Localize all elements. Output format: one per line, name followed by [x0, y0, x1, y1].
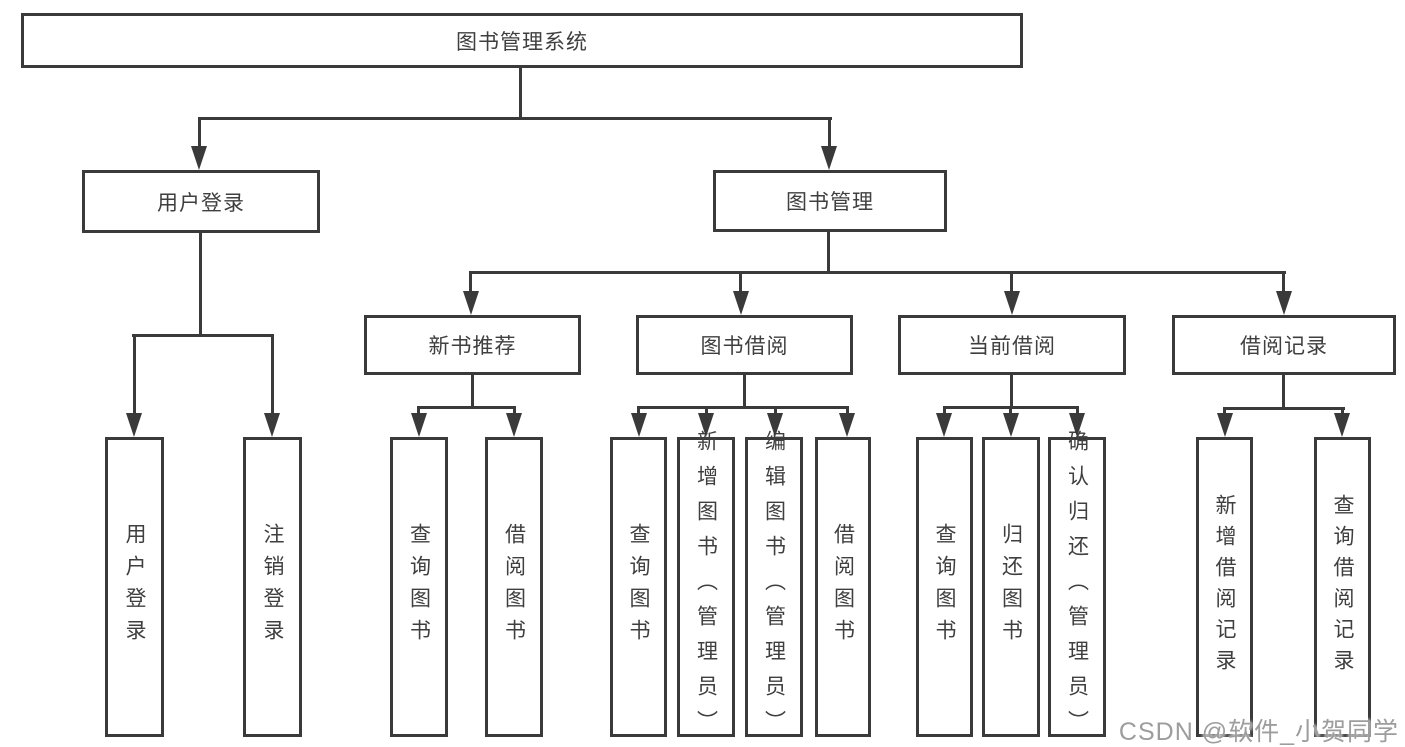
node-current-borrow-label: 当前借阅 — [968, 335, 1056, 358]
leaf-return-book: 归还图书 — [982, 437, 1040, 737]
connector-stem-group — [1282, 271, 1285, 293]
arrow-down-icon — [264, 413, 280, 437]
connector-recommend-split — [417, 406, 516, 409]
connector-stem-leaf — [417, 406, 420, 418]
node-book-borrow: 图书借阅 — [636, 315, 853, 375]
leaf-user-login-label: 用户登录 — [123, 523, 146, 651]
leaf-edit-book-admin: 编辑图书（管理员） — [745, 430, 803, 745]
arrow-down-icon — [1334, 413, 1350, 437]
node-new-book-recommend-label: 新书推荐 — [428, 335, 517, 358]
leaf-add-borrow-record-label: 新增借阅记录 — [1213, 494, 1236, 680]
csdn-watermark: CSDN @软件_小贺同学 — [1118, 718, 1399, 746]
arrow-down-icon — [126, 413, 142, 437]
connector-stem-group — [739, 271, 742, 293]
leaf-query-borrow-record-label: 查询借阅记录 — [1331, 494, 1354, 680]
leaf-query-books-borrow: 查询图书 — [610, 437, 667, 737]
leaf-query-books-recommend: 查询图书 — [390, 437, 448, 737]
arrow-down-icon — [191, 146, 207, 170]
connector-stem-leaf — [846, 406, 849, 418]
connector-records-split — [1223, 407, 1345, 410]
leaf-add-book-admin: 新增图书（管理员） — [677, 430, 735, 745]
leaf-borrow-books-2: 借阅图书 — [815, 437, 871, 737]
arrow-down-icon — [698, 413, 714, 437]
node-new-book-recommend: 新书推荐 — [364, 315, 581, 375]
connector-stem-group — [469, 271, 472, 293]
connector-stem-group — [1010, 271, 1013, 293]
arrow-down-icon — [411, 413, 427, 437]
arrow-down-icon — [1069, 413, 1085, 437]
leaf-add-book-admin-label: 新增图书（管理员） — [694, 429, 718, 745]
connector-stem-leaf — [271, 334, 274, 416]
arrow-down-icon — [936, 413, 952, 437]
connector-stem-leaf — [774, 406, 777, 418]
arrow-down-icon — [506, 413, 522, 437]
arrow-down-icon — [463, 291, 479, 315]
leaf-logout-label: 注销登录 — [261, 523, 284, 651]
leaf-query-books-current: 查询图书 — [916, 437, 973, 737]
node-book-management-label: 图书管理 — [786, 191, 874, 214]
connector-stem-leaf — [1076, 406, 1079, 418]
arrow-down-icon — [1276, 291, 1292, 315]
leaf-query-books-borrow-label: 查询图书 — [627, 523, 650, 651]
connector-book-management-split — [469, 271, 1286, 274]
connector-current-stem — [1010, 373, 1013, 409]
arrow-down-icon — [839, 413, 855, 437]
leaf-add-borrow-record: 新增借阅记录 — [1196, 437, 1253, 737]
connector-stem-leaf — [1223, 407, 1226, 418]
connector-stem-user-login — [198, 117, 201, 149]
arrow-down-icon — [767, 413, 783, 437]
leaf-edit-book-admin-label: 编辑图书（管理员） — [762, 429, 786, 745]
arrow-down-icon — [821, 146, 837, 170]
connector-records-stem — [1282, 373, 1285, 410]
connector-stem-book-management — [828, 117, 831, 149]
connector-stem-leaf — [705, 406, 708, 418]
leaf-query-books-current-label: 查询图书 — [933, 523, 956, 651]
node-user-login: 用户登录 — [82, 170, 320, 233]
connector-stem-leaf — [513, 406, 516, 418]
leaf-borrow-books-recommend: 借阅图书 — [485, 437, 543, 737]
node-borrow-records: 借阅记录 — [1172, 315, 1396, 375]
connector-root-stem — [519, 66, 522, 118]
node-user-login-label: 用户登录 — [157, 191, 245, 215]
node-root-label: 图书管理系统 — [456, 30, 588, 54]
connector-stem-leaf — [637, 406, 640, 418]
connector-user-login-split — [132, 334, 274, 337]
node-book-borrow-label: 图书借阅 — [700, 335, 789, 358]
connector-stem-leaf — [1341, 407, 1344, 418]
leaf-borrow-books-recommend-label: 借阅图书 — [502, 523, 526, 651]
arrow-down-icon — [1217, 413, 1233, 437]
arrow-down-icon — [631, 413, 647, 437]
connector-stem-leaf — [133, 334, 136, 416]
node-book-management: 图书管理 — [713, 170, 947, 232]
leaf-query-books-recommend-label: 查询图书 — [407, 523, 431, 651]
connector-root-split — [198, 117, 832, 120]
leaf-logout: 注销登录 — [243, 437, 302, 737]
connector-recommend-stem — [471, 373, 474, 409]
leaf-confirm-return-admin: 确认归还（管理员） — [1048, 430, 1106, 745]
leaf-borrow-books-2-label: 借阅图书 — [831, 523, 855, 651]
leaf-confirm-return-admin-label: 确认归还（管理员） — [1065, 429, 1089, 745]
node-borrow-records-label: 借阅记录 — [1240, 335, 1328, 358]
leaf-query-borrow-record: 查询借阅记录 — [1314, 437, 1371, 737]
connector-book-management-stem — [827, 230, 830, 274]
connector-user-login-stem — [199, 231, 202, 336]
arrow-down-icon — [1004, 291, 1020, 315]
node-root: 图书管理系统 — [21, 13, 1023, 68]
connector-stem-leaf — [1009, 406, 1012, 418]
arrow-down-icon — [733, 291, 749, 315]
leaf-user-login: 用户登录 — [105, 437, 164, 737]
connector-borrow-stem — [743, 373, 746, 409]
connector-borrow-split — [637, 406, 849, 409]
connector-stem-leaf — [943, 406, 946, 418]
node-current-borrow: 当前借阅 — [898, 315, 1126, 375]
leaf-return-book-label: 归还图书 — [999, 523, 1023, 651]
arrow-down-icon — [1003, 413, 1019, 437]
